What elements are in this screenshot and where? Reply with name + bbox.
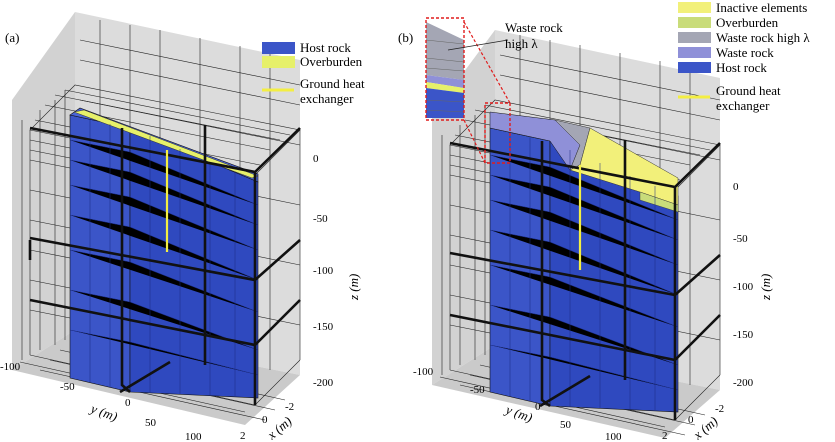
panel-b-block-mesh	[489, 133, 679, 410]
panel-b-z-tick-0: 0	[733, 181, 739, 193]
panel-b-x-tick-0: -2	[715, 403, 724, 415]
panel-a-y-tick-4: 100	[185, 431, 202, 442]
panel-b-x-axis-label: x (m)	[690, 413, 721, 442]
panel-a-legend-overburden-swatch	[262, 56, 295, 68]
panel-b-zoom-link-2	[463, 119, 486, 164]
panel-a-legend-overburden: Overburden	[300, 54, 363, 69]
panel-b-z-tick-1: -50	[733, 233, 748, 245]
panel-b-y-tick-2: 0	[535, 401, 541, 413]
panel-a-z-tick-0: 0	[313, 153, 319, 165]
panel-b-callout-1: Waste rock	[505, 20, 563, 35]
panel-a-z-tick-3: -150	[313, 321, 334, 333]
panel-b-z-tick-3: -150	[733, 329, 754, 341]
panel-a-x-tick-1: 0	[262, 414, 268, 426]
panel-a-label: (a)	[5, 30, 19, 45]
panel-b-y-tick-3: 50	[560, 419, 572, 431]
panel-b-y-tick-4: 100	[605, 431, 622, 442]
panel-a-y-axis-label: y (m)	[87, 400, 119, 424]
panel-a-y-tick-1: -50	[60, 381, 75, 393]
panel-b-legend-waste: Waste rock	[716, 45, 774, 60]
panel-b-legend-host: Host rock	[716, 60, 767, 75]
panel-b-inset	[425, 17, 465, 121]
panel-b-legend-host-swatch	[678, 62, 711, 73]
panel-a-block-mesh	[69, 120, 259, 396]
panel-a-y-tick-3: 50	[145, 417, 157, 429]
panel-a-legend-ghe-2: exchanger	[300, 91, 354, 106]
panel-b-overburden	[639, 191, 679, 213]
panel-a-y-tick-2: 0	[125, 397, 131, 409]
panel-a-z-tick-1: -50	[313, 213, 328, 225]
panel-a-z-axis-label: z (m)	[346, 274, 361, 301]
panel-a-x-axis-label: x (m)	[264, 413, 295, 442]
panel-a-y-tick-0: -100	[0, 361, 21, 373]
panel-b-callout-2: high λ	[505, 36, 538, 51]
panel-b-zoom-source	[484, 102, 511, 164]
panel-b-legend-ghe-1: Ground heat	[716, 83, 781, 98]
panel-b-legend-overburden-swatch	[678, 17, 711, 28]
panel-b-legend-waste-high-swatch	[678, 32, 711, 43]
panel-b-x-tick-2: 2	[662, 430, 668, 442]
panel-b-legend-overburden: Overburden	[716, 15, 779, 30]
panel-b-callout-pointer	[447, 39, 509, 51]
panel-b-z-tick-2: -100	[733, 281, 754, 293]
panel-b-y-tick-0: -100	[413, 366, 434, 378]
panel-a: (a) Host rock Overburden Ground heat exc…	[0, 12, 365, 442]
panel-b-legend-inactive: Inactive elements	[716, 0, 807, 15]
panel-b-z-tick-4: -200	[733, 377, 754, 389]
panel-b-zoom-link-1	[463, 21, 511, 104]
panel-b-legend-inactive-swatch	[678, 2, 711, 13]
panel-b-x-tick-1: 0	[688, 414, 694, 426]
panel-b-legend-waste-swatch	[678, 47, 711, 58]
panel-b-legend-ghe-2: exchanger	[716, 98, 770, 113]
panel-b-z-axis-label: z (m)	[758, 274, 773, 301]
panel-a-z-tick-4: -200	[313, 377, 334, 389]
panel-b-y-tick-1: -50	[470, 384, 485, 396]
panel-a-x-tick-2: 2	[240, 430, 246, 442]
panel-a-legend-ghe-1: Ground heat	[300, 76, 365, 91]
panel-a-left-wall	[12, 12, 75, 370]
panel-a-overburden-layer	[73, 109, 259, 179]
panel-a-z-tick-2: -100	[313, 265, 334, 277]
panel-b-label: (b)	[398, 30, 413, 45]
panel-a-legend-host: Host rock	[300, 40, 351, 55]
panel-b-frame	[449, 140, 721, 420]
panel-a-x-tick-0: -2	[285, 401, 294, 413]
panel-b: Waste rock high λ (b) Inactive elements …	[398, 0, 810, 442]
panel-a-legend-host-swatch	[262, 42, 295, 54]
panel-a-frame	[28, 125, 301, 405]
panel-b-legend-waste-high: Waste rock high λ	[716, 30, 810, 45]
